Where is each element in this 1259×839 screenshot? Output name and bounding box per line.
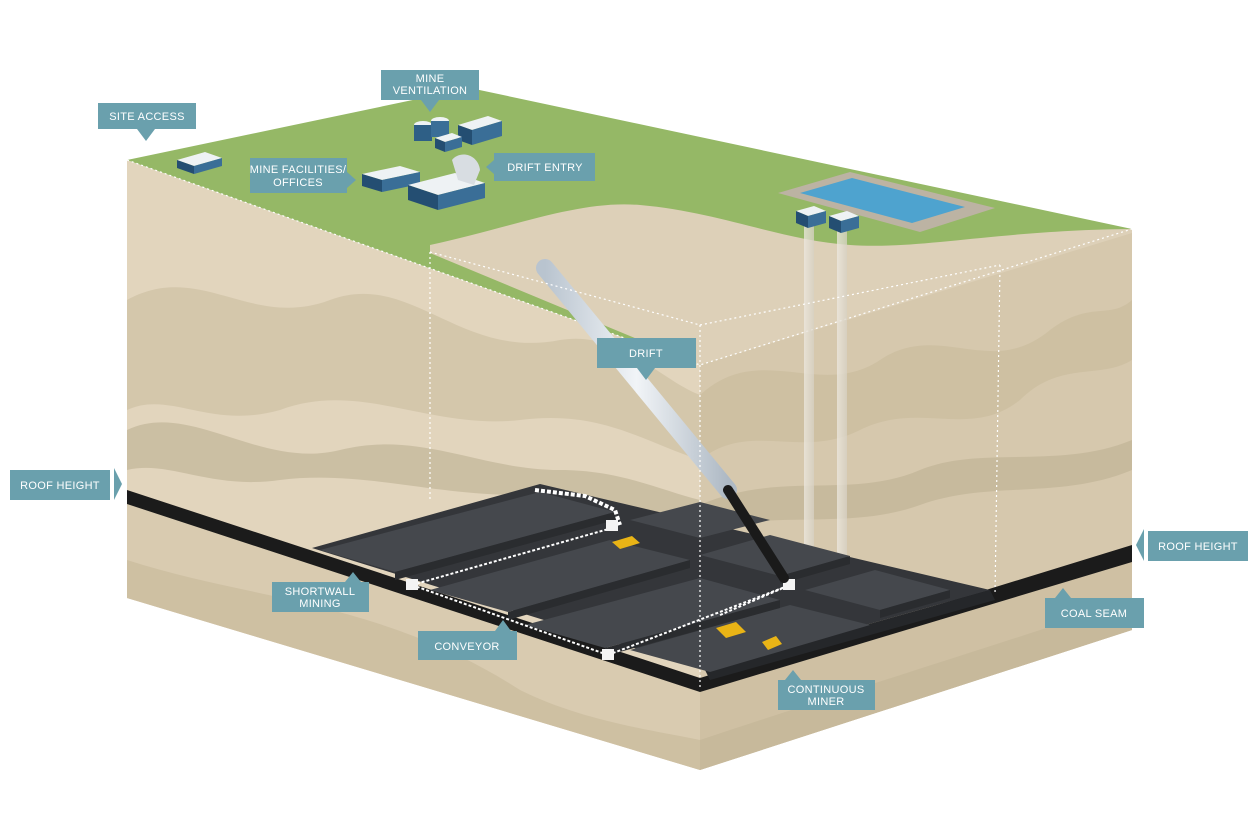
lower-soil-left [127, 500, 700, 770]
shortwall-mining-text-1: SHORTWALL [285, 586, 356, 598]
site-access-building [177, 152, 222, 174]
label-shortwall-mining: SHORTWALL MINING [272, 572, 369, 612]
label-site-access: SITE ACCESS [98, 103, 196, 141]
ventilation-shaft-1 [804, 220, 814, 565]
soil-surface-edge [430, 204, 1132, 365]
site-access-text: SITE ACCESS [109, 111, 184, 123]
label-continuous-miner: CONTINUOUS MINER [778, 670, 875, 710]
pond-water [800, 178, 965, 223]
coal-pillars [320, 492, 950, 672]
lower-band-left [127, 560, 700, 770]
roof-height-left-text: ROOF HEIGHT [20, 480, 100, 492]
drift-text: DRIFT [629, 348, 663, 360]
shortwall-miner-machine [612, 536, 640, 549]
mine-ventilation-text-1: MINE [416, 73, 445, 85]
label-drift-entry: DRIFT ENTRY [486, 153, 595, 181]
conveyor-junctions [406, 520, 795, 660]
label-mine-facilities: MINE FACILITIES/ OFFICES [250, 158, 356, 193]
shortwall-face [534, 488, 622, 526]
mine-ventilation-text-2: VENTILATION [393, 85, 468, 97]
lower-band-right [700, 600, 1132, 770]
conveyor-text: CONVEYOR [434, 641, 499, 653]
shaft-building-1 [796, 206, 826, 228]
label-mine-ventilation: MINE VENTILATION [381, 70, 479, 112]
coal-seam-left-edge [127, 490, 700, 692]
drift-entry-text: DRIFT ENTRY [507, 162, 583, 174]
drift-entry-portal [452, 154, 480, 185]
conveyor-network [411, 527, 791, 656]
shortwall-mining-text-2: MINING [299, 598, 341, 610]
label-roof-height-left: ROOF HEIGHT [10, 468, 122, 500]
coal-seam-text: COAL SEAM [1061, 608, 1127, 620]
mine-floor-right [705, 590, 995, 680]
continuous-miner-text-1: CONTINUOUS [788, 684, 865, 696]
drift-tunnel-lower [723, 485, 789, 583]
drift-tunnel [536, 259, 737, 499]
pillar-sides [395, 512, 950, 656]
ventilation-buildings [414, 116, 502, 152]
soil-band-left [127, 287, 700, 460]
continuous-miner-machine [716, 622, 782, 650]
roof-height-right-text: ROOF HEIGHT [1158, 541, 1238, 553]
label-conveyor: CONVEYOR [418, 620, 517, 660]
top-edge-dotted [126, 159, 1133, 366]
shaft-building-2 [829, 211, 859, 233]
continuous-miner-text-2: MINER [808, 696, 845, 708]
cutaway-outline [429, 251, 1001, 690]
mine-facilities-text-1: MINE FACILITIES/ [250, 164, 347, 176]
mine-facilities-text-2: OFFICES [273, 177, 323, 189]
ventilation-shaft-2 [837, 225, 847, 570]
label-coal-seam: COAL SEAM [1045, 588, 1144, 628]
label-drift: DRIFT [597, 338, 696, 380]
label-roof-height-right: ROOF HEIGHT [1136, 529, 1248, 561]
